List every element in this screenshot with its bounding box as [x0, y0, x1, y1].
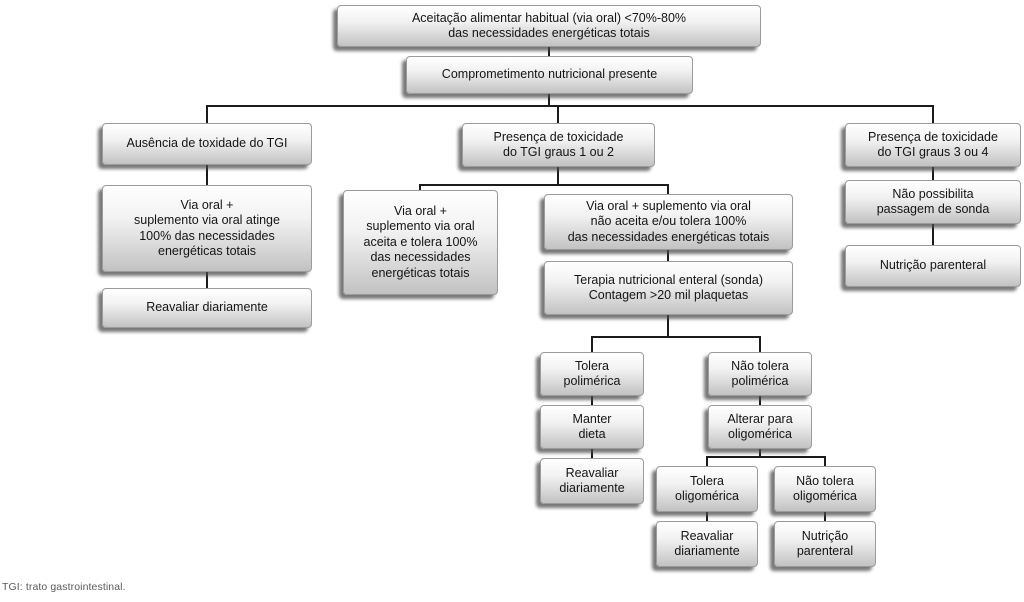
connector [932, 167, 934, 180]
node-toxicidade-graus-1-2: Presença de toxicidade do TGI graus 1 ou… [462, 123, 655, 167]
connector [824, 456, 826, 466]
connector [206, 165, 208, 185]
node-comprometimento-nutricional: Comprometimento nutricional presente [406, 56, 693, 94]
node-nutricao-parenteral-inferior: Nutrição parenteral [774, 521, 876, 567]
connector [667, 184, 669, 194]
connector [548, 94, 550, 106]
node-via-oral-nao-aceita: Via oral + suplemento via oral não aceit… [544, 194, 793, 250]
connector [667, 315, 669, 337]
connector [591, 336, 761, 338]
node-nao-tolera-oligomerica: Não tolera oligomérica [774, 466, 876, 512]
node-aceitacao-alimentar: Aceitação alimentar habitual (via oral) … [337, 5, 761, 47]
connector [557, 167, 559, 185]
connector [206, 105, 208, 123]
connector [667, 250, 669, 261]
connector [759, 336, 761, 352]
node-reavaliar-diariamente-meio: Reavaliar diariamente [540, 458, 644, 504]
connector [419, 184, 669, 186]
connector [591, 396, 593, 405]
node-reavaliar-diariamente-inferior: Reavaliar diariamente [656, 521, 758, 567]
connector [419, 184, 421, 190]
node-tolera-polimerica: Tolera polimérica [540, 352, 644, 396]
connector [591, 336, 593, 352]
node-alterar-para-oligomerica: Alterar para oligomérica [708, 405, 812, 449]
connector [591, 449, 593, 458]
node-via-oral-aceita-tolera: Via oral + suplemento via oral aceita e … [343, 190, 498, 295]
connector [557, 105, 559, 123]
connector [932, 224, 934, 245]
connector [824, 512, 826, 521]
connector [759, 396, 761, 405]
node-ausencia-toxidade-tgi: Ausência de toxidade do TGI [102, 123, 312, 165]
node-terapia-nutricional-enteral: Terapia nutricional enteral (sonda) Cont… [544, 261, 793, 315]
connector [706, 456, 708, 466]
node-tolera-oligomerica: Tolera oligomérica [656, 466, 758, 512]
node-reavaliar-diariamente-esquerda: Reavaliar diariamente [102, 288, 312, 328]
connector [759, 449, 761, 458]
connector [706, 456, 826, 458]
connector [206, 272, 208, 288]
node-toxicidade-graus-3-4: Presença de toxicidade do TGI graus 3 ou… [845, 123, 1021, 167]
node-nao-tolera-polimerica: Não tolera polimérica [708, 352, 812, 396]
footnote-tgi: TGI: trato gastrointestinal. [2, 581, 126, 593]
node-nao-possibilita-sonda: Não possibilita passagem de sonda [845, 180, 1021, 224]
connector [206, 105, 934, 107]
node-nutricao-parenteral-direita: Nutrição parenteral [845, 245, 1021, 287]
node-manter-dieta: Manter dieta [540, 405, 644, 449]
connector [932, 105, 934, 123]
connector [706, 512, 708, 521]
connector [548, 47, 550, 56]
node-via-oral-suplemento-atinge: Via oral + suplemento via oral atinge 10… [102, 185, 312, 272]
